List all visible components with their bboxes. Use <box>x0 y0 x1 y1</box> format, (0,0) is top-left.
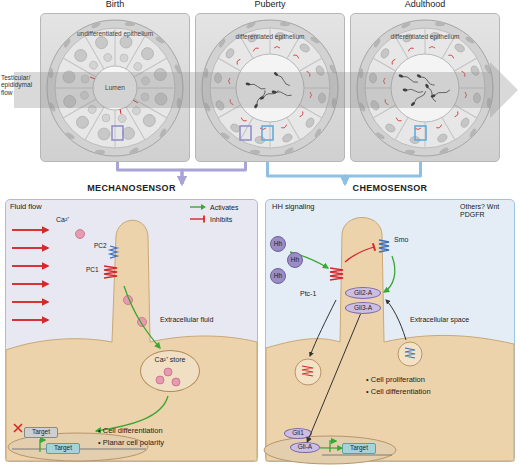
annotation-label: Ca²⁺ <box>56 216 86 224</box>
shape-node: Gli-A <box>290 442 320 453</box>
annotation-label: differentiated epithelium <box>230 33 310 40</box>
shape-node: Gli2-A <box>345 287 381 299</box>
shape-node: Target <box>46 443 80 454</box>
node-text: Gli1 <box>292 430 304 437</box>
annotation-label: Others? Wnt PDGFR <box>460 203 512 219</box>
connector <box>268 162 346 184</box>
panel-heading: CHEMOSENSOR <box>265 184 515 194</box>
node-text: Target <box>350 445 368 452</box>
connector <box>320 447 342 449</box>
shape-node: Target <box>24 427 58 438</box>
node-text: Gli2-A <box>354 290 372 297</box>
annotation-label: Extracellular space <box>410 316 500 324</box>
annotation-label: Ptc-1 <box>300 290 330 298</box>
shape-node: Target <box>342 443 376 454</box>
legend-sample <box>190 203 207 211</box>
annotation-label: • Cell differentiation <box>366 388 486 397</box>
connector <box>182 162 246 184</box>
annotation-label: HH signaling <box>272 203 352 212</box>
legend-entry: Activates <box>190 203 238 211</box>
legend-text: Activates <box>210 204 238 211</box>
annotation-label: Fluid flow <box>10 203 70 212</box>
shape-node: Gli1 <box>284 428 312 439</box>
annotation-label: Lumen <box>100 84 130 91</box>
node-text: Gli-A <box>298 444 312 451</box>
annotation-label: undifferentiated epithelium <box>75 30 155 37</box>
annotation-label: • Planar cell polarity <box>98 439 208 448</box>
annotation-label: Extracellular fluid <box>160 316 240 324</box>
legend-entry: Inhibits <box>190 215 232 223</box>
legend-text: Inhibits <box>210 216 232 223</box>
panel-heading: Adulthood <box>350 0 500 10</box>
connector <box>345 162 421 184</box>
annotation-label: • Cell differentiation <box>98 427 208 436</box>
annotation-label: PC1 <box>86 266 104 273</box>
shape-node: Ca²⁺ store <box>140 350 200 392</box>
annotation-label: • Cell proliferation <box>366 376 486 385</box>
connector <box>118 162 183 184</box>
node-text: Hh <box>274 273 282 280</box>
node-text: Gli3-A <box>354 305 372 312</box>
node-text: Target <box>54 445 72 452</box>
annotation-label: Testicular/ epididymal flow <box>1 74 39 96</box>
panel-heading: Puberty <box>195 0 345 10</box>
annotation-label: differentiated epithelium <box>385 33 465 40</box>
panel-heading: Birth <box>40 0 190 10</box>
shape-node: Hh <box>270 268 286 284</box>
node-text: Hh <box>291 257 299 264</box>
shape-node: Hh <box>270 236 286 252</box>
shape-node: Hh <box>287 252 303 268</box>
node-text: Ca²⁺ store <box>155 356 186 363</box>
shape-node: Gli3-A <box>345 302 381 314</box>
legend-sample <box>190 215 207 223</box>
panel-heading: MECHANOSENSOR <box>5 184 258 194</box>
annotation-label: PC2 <box>94 242 116 249</box>
annotation-label: Smo <box>394 236 424 244</box>
node-text: Target <box>32 429 50 436</box>
node-text: Hh <box>274 241 282 248</box>
